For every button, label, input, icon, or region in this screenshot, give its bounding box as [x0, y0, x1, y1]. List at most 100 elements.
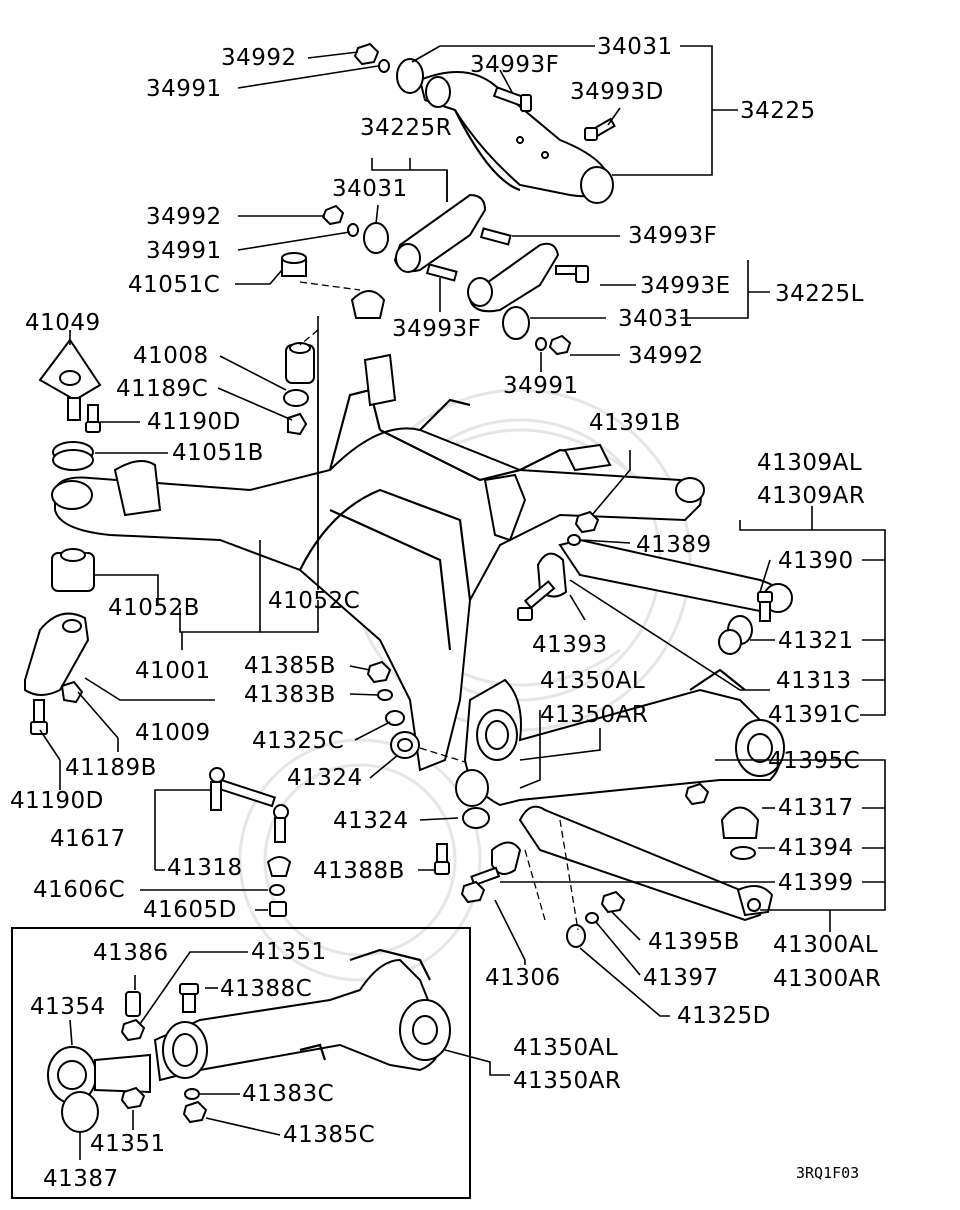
- washer-41394: [730, 846, 756, 860]
- label-41300AR: 41300AR: [773, 966, 882, 992]
- upper-arm-34225: [396, 58, 614, 204]
- trailing-arm-41350: [463, 668, 785, 807]
- label-41001: 41001: [135, 658, 211, 684]
- label-41390: 41390: [778, 548, 854, 574]
- bolt-34993F-upper: [492, 86, 532, 112]
- label-41391C: 41391C: [768, 702, 861, 728]
- label-41387: 41387: [43, 1166, 119, 1192]
- label-34993D: 34993D: [570, 79, 664, 105]
- washer-41606C: [269, 884, 285, 896]
- label-41052C: 41052C: [268, 588, 361, 614]
- bracket-41049: [38, 338, 102, 421]
- bolt-41190D-lower: [30, 699, 48, 735]
- washer-41397: [585, 912, 599, 924]
- label-34225: 34225: [740, 98, 816, 124]
- label-34993E: 34993E: [640, 273, 731, 299]
- label-41189C: 41189C: [116, 376, 209, 402]
- nut-34992-mid-left: [321, 204, 359, 237]
- bolt-41390: [757, 591, 773, 622]
- upper-arm-34225R: [363, 193, 487, 273]
- bolt-41388B: [434, 843, 450, 875]
- label-41606C: 41606C: [33, 877, 126, 903]
- nut-34992-right: [535, 334, 572, 356]
- label-34031: 34031: [597, 34, 673, 60]
- label-41617: 41617: [50, 826, 126, 852]
- upper-arm-34225L: [467, 242, 560, 340]
- inset-bolt-41388C: [179, 983, 199, 1013]
- inset-nut-41385C: [182, 1100, 208, 1124]
- label-41306: 41306: [485, 965, 561, 991]
- label-41393: 41393: [532, 632, 608, 658]
- bushing-41052B: [51, 548, 95, 592]
- label-41324: 41324: [287, 765, 363, 791]
- label-41383B: 41383B: [244, 682, 336, 708]
- bracket-41009: [24, 612, 90, 704]
- nut-41395B: [600, 890, 626, 914]
- inset-frame: [11, 927, 471, 1199]
- label-41313: 41313: [776, 668, 852, 694]
- label-41324: 41324: [333, 808, 409, 834]
- nut-41395C: [684, 782, 710, 806]
- nut-41605D: [269, 901, 287, 917]
- label-34225R: 34225R: [360, 115, 453, 141]
- inset-trailing-arm: [153, 948, 451, 1082]
- washer-41321: [718, 615, 753, 655]
- label-41383C: 41383C: [242, 1081, 335, 1107]
- label-34225L: 34225L: [775, 281, 864, 307]
- washer-41325C: [385, 710, 405, 726]
- label-34992: 34992: [146, 204, 222, 230]
- inset-cap-41387: [61, 1091, 99, 1133]
- label-41391B: 41391B: [589, 410, 681, 436]
- label-41386: 41386: [93, 940, 169, 966]
- label-41309AL: 41309AL: [757, 450, 863, 476]
- nut-34992-top: [353, 42, 390, 73]
- label-41399: 41399: [778, 870, 854, 896]
- label-41049: 41049: [25, 310, 101, 336]
- inset-pin-41386: [125, 991, 141, 1017]
- label-41351: 41351: [251, 939, 327, 965]
- label-41388C: 41388C: [220, 976, 313, 1002]
- bushing-41052C: [285, 342, 315, 384]
- label-41051C: 41051C: [128, 272, 221, 298]
- label-34991: 34991: [146, 76, 222, 102]
- label-34031: 34031: [618, 306, 694, 332]
- label-41385C: 41385C: [283, 1122, 376, 1148]
- bolt-41190D-upper: [85, 404, 101, 433]
- bushing-41051B: [52, 441, 94, 471]
- label-41321: 41321: [778, 628, 854, 654]
- bolt-34993E: [555, 265, 589, 283]
- label-41009: 41009: [135, 720, 211, 746]
- label-41389: 41389: [636, 532, 712, 558]
- inset-nut-41351: [120, 1018, 146, 1110]
- washer-41189C: [283, 389, 309, 436]
- crossmember-41001: [51, 353, 705, 772]
- label-41395C: 41395C: [768, 748, 861, 774]
- bolt-41393: [517, 580, 556, 621]
- label-41354: 41354: [30, 994, 106, 1020]
- leader-lines: [39, 45, 886, 1160]
- bushing-41051C: [281, 252, 386, 319]
- label-41351: 41351: [90, 1131, 166, 1157]
- ball-joint-41317: [720, 806, 760, 839]
- label-41300AL: 41300AL: [773, 932, 879, 958]
- label-41385B: 41385B: [244, 653, 336, 679]
- stabilizer-link-41617: [209, 767, 289, 843]
- label-41317: 41317: [778, 795, 854, 821]
- bolt-34993F-mid: [425, 227, 512, 282]
- diagram-code: 3RQ1F03: [796, 1164, 860, 1182]
- label-34992: 34992: [221, 45, 297, 71]
- label-34993F: 34993F: [470, 52, 560, 78]
- label-34993F: 34993F: [628, 223, 718, 249]
- inset-bushing-41354: [47, 1046, 151, 1104]
- label-41350AR: 41350AR: [513, 1068, 622, 1094]
- label-34992: 34992: [628, 343, 704, 369]
- label-41325C: 41325C: [252, 728, 345, 754]
- label-41350AR: 41350AR: [540, 702, 649, 728]
- label-34031: 34031: [332, 176, 408, 202]
- washer-41325D: [566, 924, 586, 948]
- label-41190D: 41190D: [147, 409, 241, 435]
- label-41052B: 41052B: [108, 595, 200, 621]
- toe-arm-41309: [536, 538, 793, 614]
